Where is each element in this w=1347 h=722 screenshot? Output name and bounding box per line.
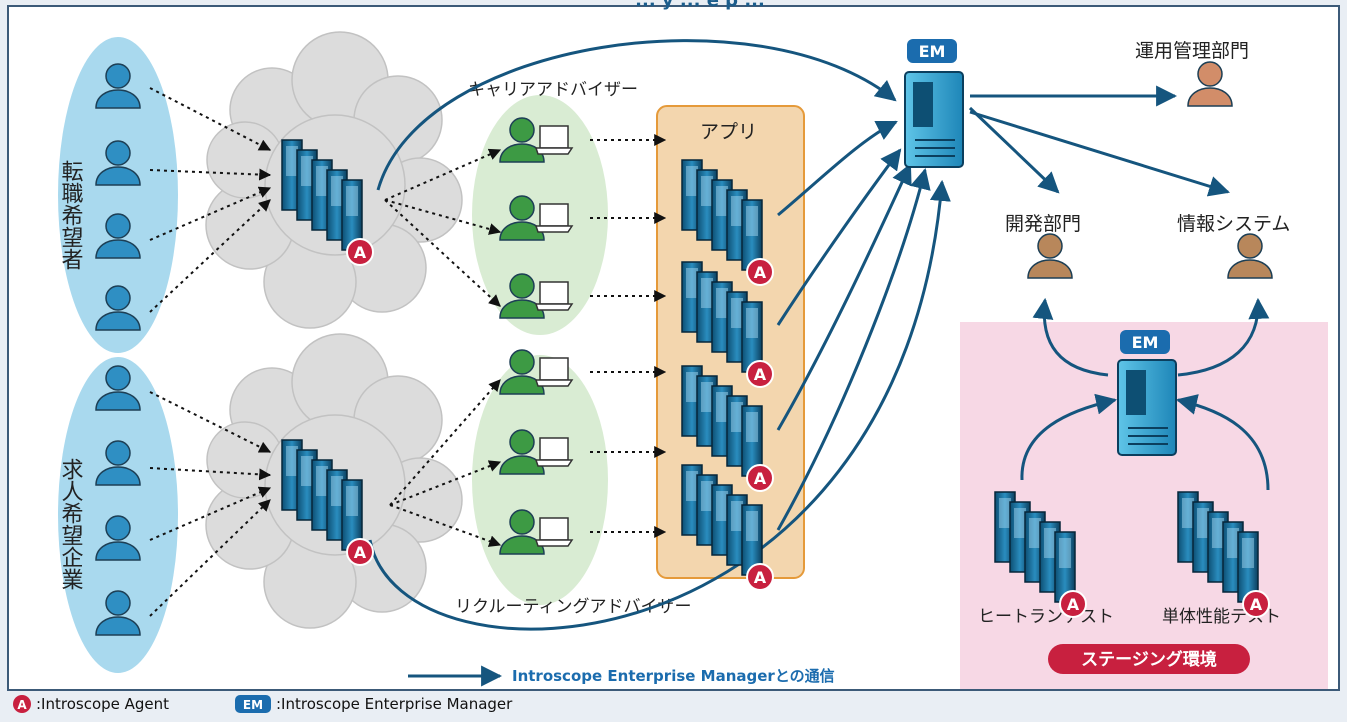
agent-badge-label: A — [354, 543, 367, 562]
recruiting-advisor-icon — [499, 509, 574, 555]
company-user-icon — [95, 515, 141, 561]
line-unit-stg-em — [1175, 394, 1270, 491]
career-advisor-icon — [499, 195, 574, 241]
app-server: A — [681, 159, 774, 286]
line-app3-em — [776, 163, 912, 431]
agent-badge-label: A — [1067, 595, 1080, 614]
agent-badge — [746, 464, 774, 492]
dev-dept-user-icon — [1027, 233, 1073, 279]
company-user-icon — [95, 590, 141, 636]
dotted-seeker-to-web — [149, 186, 272, 241]
dotted-company-to-web — [149, 486, 272, 541]
career-advisor-icon — [499, 273, 574, 319]
recruiting-advisor-label: リクルーティングアドバイザー — [455, 597, 691, 617]
line-stg-em-dev — [1032, 297, 1109, 377]
line-heat-stg-em — [1020, 393, 1118, 481]
app-server: A — [681, 365, 774, 492]
info-sys-label: 情報システム — [1177, 213, 1290, 235]
svg-text:EM: EM — [919, 42, 946, 61]
legend-agent-icon — [13, 695, 31, 713]
agent-badge — [746, 258, 774, 286]
servers-layer: A A A A A A A A — [281, 139, 1270, 618]
users-layer — [95, 61, 1273, 636]
web-server-top: A — [281, 139, 374, 266]
app-server: A — [681, 261, 774, 388]
agent-badge-label: A — [754, 469, 767, 488]
line-em-info — [969, 110, 1231, 197]
recruiting-advisor-icon — [499, 349, 574, 395]
web-server-bottom: A — [281, 439, 374, 566]
em-server-staging — [1117, 359, 1177, 456]
dotted-company-to-web — [149, 391, 272, 453]
agent-badge — [346, 538, 374, 566]
companies-label: 求人希望企業 — [58, 458, 84, 590]
legend-agent-badge: A — [17, 698, 27, 712]
app-label: アプリ — [700, 121, 757, 143]
job-seeker-icon — [95, 63, 141, 109]
dotted-seeker-to-web — [149, 87, 272, 151]
agent-badge-label: A — [754, 365, 767, 384]
company-user-icon — [95, 440, 141, 486]
staging-label: ステージング環境 — [1081, 649, 1217, 670]
em-badge-main: EM — [907, 39, 957, 63]
ops-dept-user-icon — [1187, 61, 1233, 107]
em-server-main — [904, 71, 964, 168]
recruiting-advisor-icon — [499, 429, 574, 475]
agent-badge — [746, 563, 774, 591]
legend-em-text: :Introscope Enterprise Manager — [276, 695, 513, 713]
line-app1-em — [777, 120, 898, 217]
dotted-web-to-advisor — [384, 199, 501, 307]
companies-group — [58, 357, 178, 673]
heat-test-label: ヒートランテスト — [978, 607, 1114, 627]
dotted-web-to-advisor — [384, 199, 502, 235]
app-server: A — [681, 464, 774, 591]
em-communication-lines — [368, 39, 1270, 631]
job-seekers-label: 転職希望者 — [58, 160, 84, 270]
job-seeker-icon — [95, 140, 141, 186]
dev-dept-label: 開発部門 — [1005, 213, 1081, 235]
agent-badge — [1059, 590, 1087, 618]
line-app2-em — [776, 148, 902, 326]
legend-em-icon — [235, 695, 271, 713]
dotted-web-to-advisor — [389, 504, 502, 547]
job-seekers-group — [58, 37, 178, 353]
em-badge-staging: EM — [1120, 330, 1170, 354]
agent-badge — [346, 238, 374, 266]
agent-badge-label: A — [354, 243, 367, 262]
request-flow-lines — [149, 87, 667, 617]
career-advisor-label: キャリアアドバイザー — [468, 80, 638, 100]
line-em-dev — [968, 106, 1060, 194]
legend-agent-text: :Introscope Agent — [36, 695, 169, 713]
legend-communication: Introscope Enterprise Managerとの通信 — [512, 667, 835, 685]
svg-text:EM: EM — [1132, 333, 1159, 352]
line-top-server-em — [376, 39, 897, 191]
agent-badge — [1242, 590, 1270, 618]
dotted-web-to-advisor — [389, 460, 502, 506]
dotted-company-to-web — [149, 467, 272, 481]
agent-badge — [746, 360, 774, 388]
agent-badge-label: A — [754, 568, 767, 587]
legend-em-badge: EM — [243, 698, 263, 712]
line-bottom-server-em — [368, 179, 951, 631]
company-user-icon — [95, 365, 141, 411]
job-seeker-icon — [95, 285, 141, 331]
agent-badge-label: A — [1250, 595, 1263, 614]
unit-test-server: A — [1177, 491, 1270, 618]
title-fragment: ... y ... e p ... — [635, 0, 765, 11]
ops-dept-label: 運用管理部門 — [1135, 40, 1249, 62]
staging-label-pill — [1048, 644, 1250, 674]
line-stg-em-info — [1177, 297, 1270, 377]
info-sys-user-icon — [1227, 233, 1273, 279]
dotted-seeker-to-web — [149, 168, 272, 181]
line-app4-em — [776, 167, 931, 531]
career-advisor-icon — [499, 117, 574, 163]
heat-test-server: A — [994, 491, 1087, 618]
job-seeker-icon — [95, 213, 141, 259]
agent-badge-label: A — [754, 263, 767, 282]
